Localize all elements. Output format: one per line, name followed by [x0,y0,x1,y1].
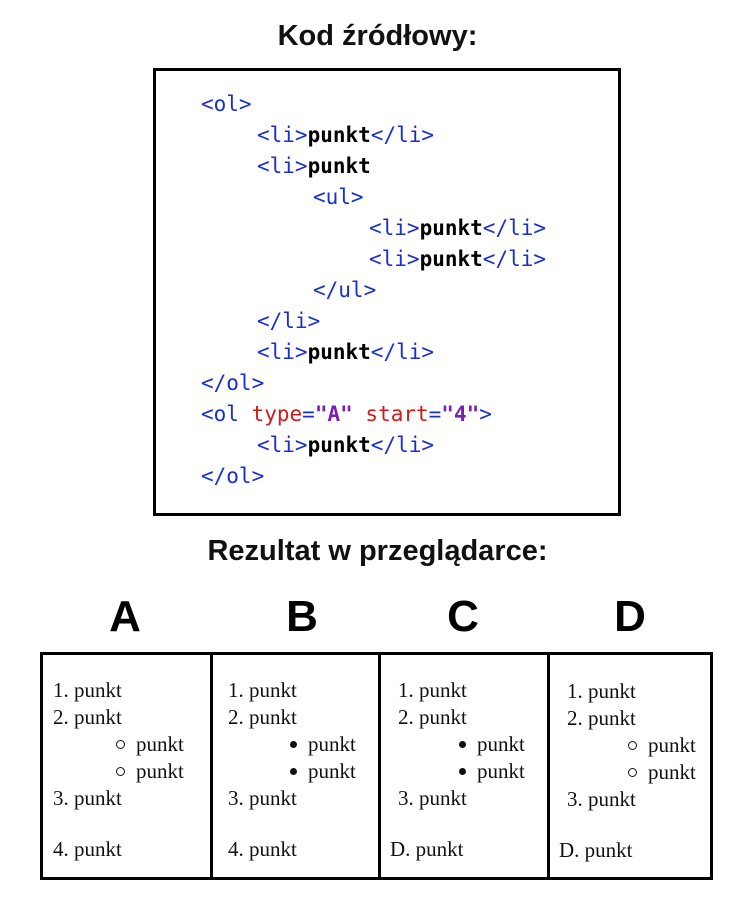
list-item: 4. punkt [228,837,297,861]
open-circle-bullet-icon [628,767,637,777]
list-item: 4. punkt [53,837,122,861]
options-grid: 1. punkt 2. punkt punkt punkt 3. punkt 4… [40,652,713,880]
code-line-6: <li>punkt</li> [369,247,547,271]
option-letter-d: D [614,592,646,641]
list-item: 1. punkt [228,678,297,702]
code-line-12: <li>punkt</li> [257,433,435,457]
list-item: 2. punkt [53,705,122,729]
filled-disc-bullet-icon [290,740,297,748]
code-line-13: </ol> [201,464,265,488]
result-title: Rezultat w przeglądarce: [207,535,548,567]
code-line-9: <li>punkt</li> [257,340,435,364]
open-circle-bullet-icon [116,739,125,749]
code-line-2: <li>punkt</li> [257,123,435,147]
option-b-panel[interactable]: 1. punkt 2. punkt punkt punkt 3. punkt 4… [210,655,381,877]
option-c-panel[interactable]: 1. punkt 2. punkt punkt punkt 3. punkt D… [378,655,550,877]
list-item: punkt [628,760,696,784]
list-item: D. punkt [390,837,464,861]
option-letter-b: B [286,592,318,641]
list-item: punkt [116,732,184,756]
list-item: punkt [628,733,696,757]
list-item: 3. punkt [398,786,467,810]
code-line-3: <li>punkt [257,154,371,178]
code-line-10: </ol> [201,371,265,395]
code-line-1: <ol> [201,92,252,116]
list-item: 2. punkt [398,705,467,729]
list-item: D. punkt [559,838,633,862]
list-item: punkt [290,759,356,783]
code-line-5: <li>punkt</li> [369,216,547,240]
open-circle-bullet-icon [628,740,637,750]
code-line-4: <ul> [313,185,364,209]
option-a-panel[interactable]: 1. punkt 2. punkt punkt punkt 3. punkt 4… [43,655,210,877]
list-item: 2. punkt [567,706,636,730]
source-code-box: <ol> <li>punkt</li> <li>punkt <ul> <li>p… [153,68,621,516]
code-line-11: <ol type="A" start="4"> [201,402,492,426]
list-item: punkt [290,732,356,756]
option-d-panel[interactable]: 1. punkt 2. punkt punkt punkt 3. punkt D… [547,655,713,877]
list-item: punkt [459,759,525,783]
filled-disc-bullet-icon [459,767,466,775]
list-item: 3. punkt [228,786,297,810]
list-item: punkt [459,732,525,756]
filled-disc-bullet-icon [290,767,297,775]
list-item: 1. punkt [567,679,636,703]
option-letter-a: A [109,592,141,641]
option-letter-c: C [447,592,479,641]
filled-disc-bullet-icon [459,740,466,748]
list-item: 2. punkt [228,705,297,729]
code-line-7: </ul> [313,278,377,302]
list-item: 3. punkt [567,787,636,811]
list-item: 3. punkt [53,786,122,810]
list-item: 1. punkt [53,678,122,702]
list-item: 1. punkt [398,678,467,702]
source-code-title: Kod źródłowy: [277,20,478,52]
list-item: punkt [116,759,184,783]
open-circle-bullet-icon [116,766,125,776]
code-line-8: </li> [257,309,321,333]
